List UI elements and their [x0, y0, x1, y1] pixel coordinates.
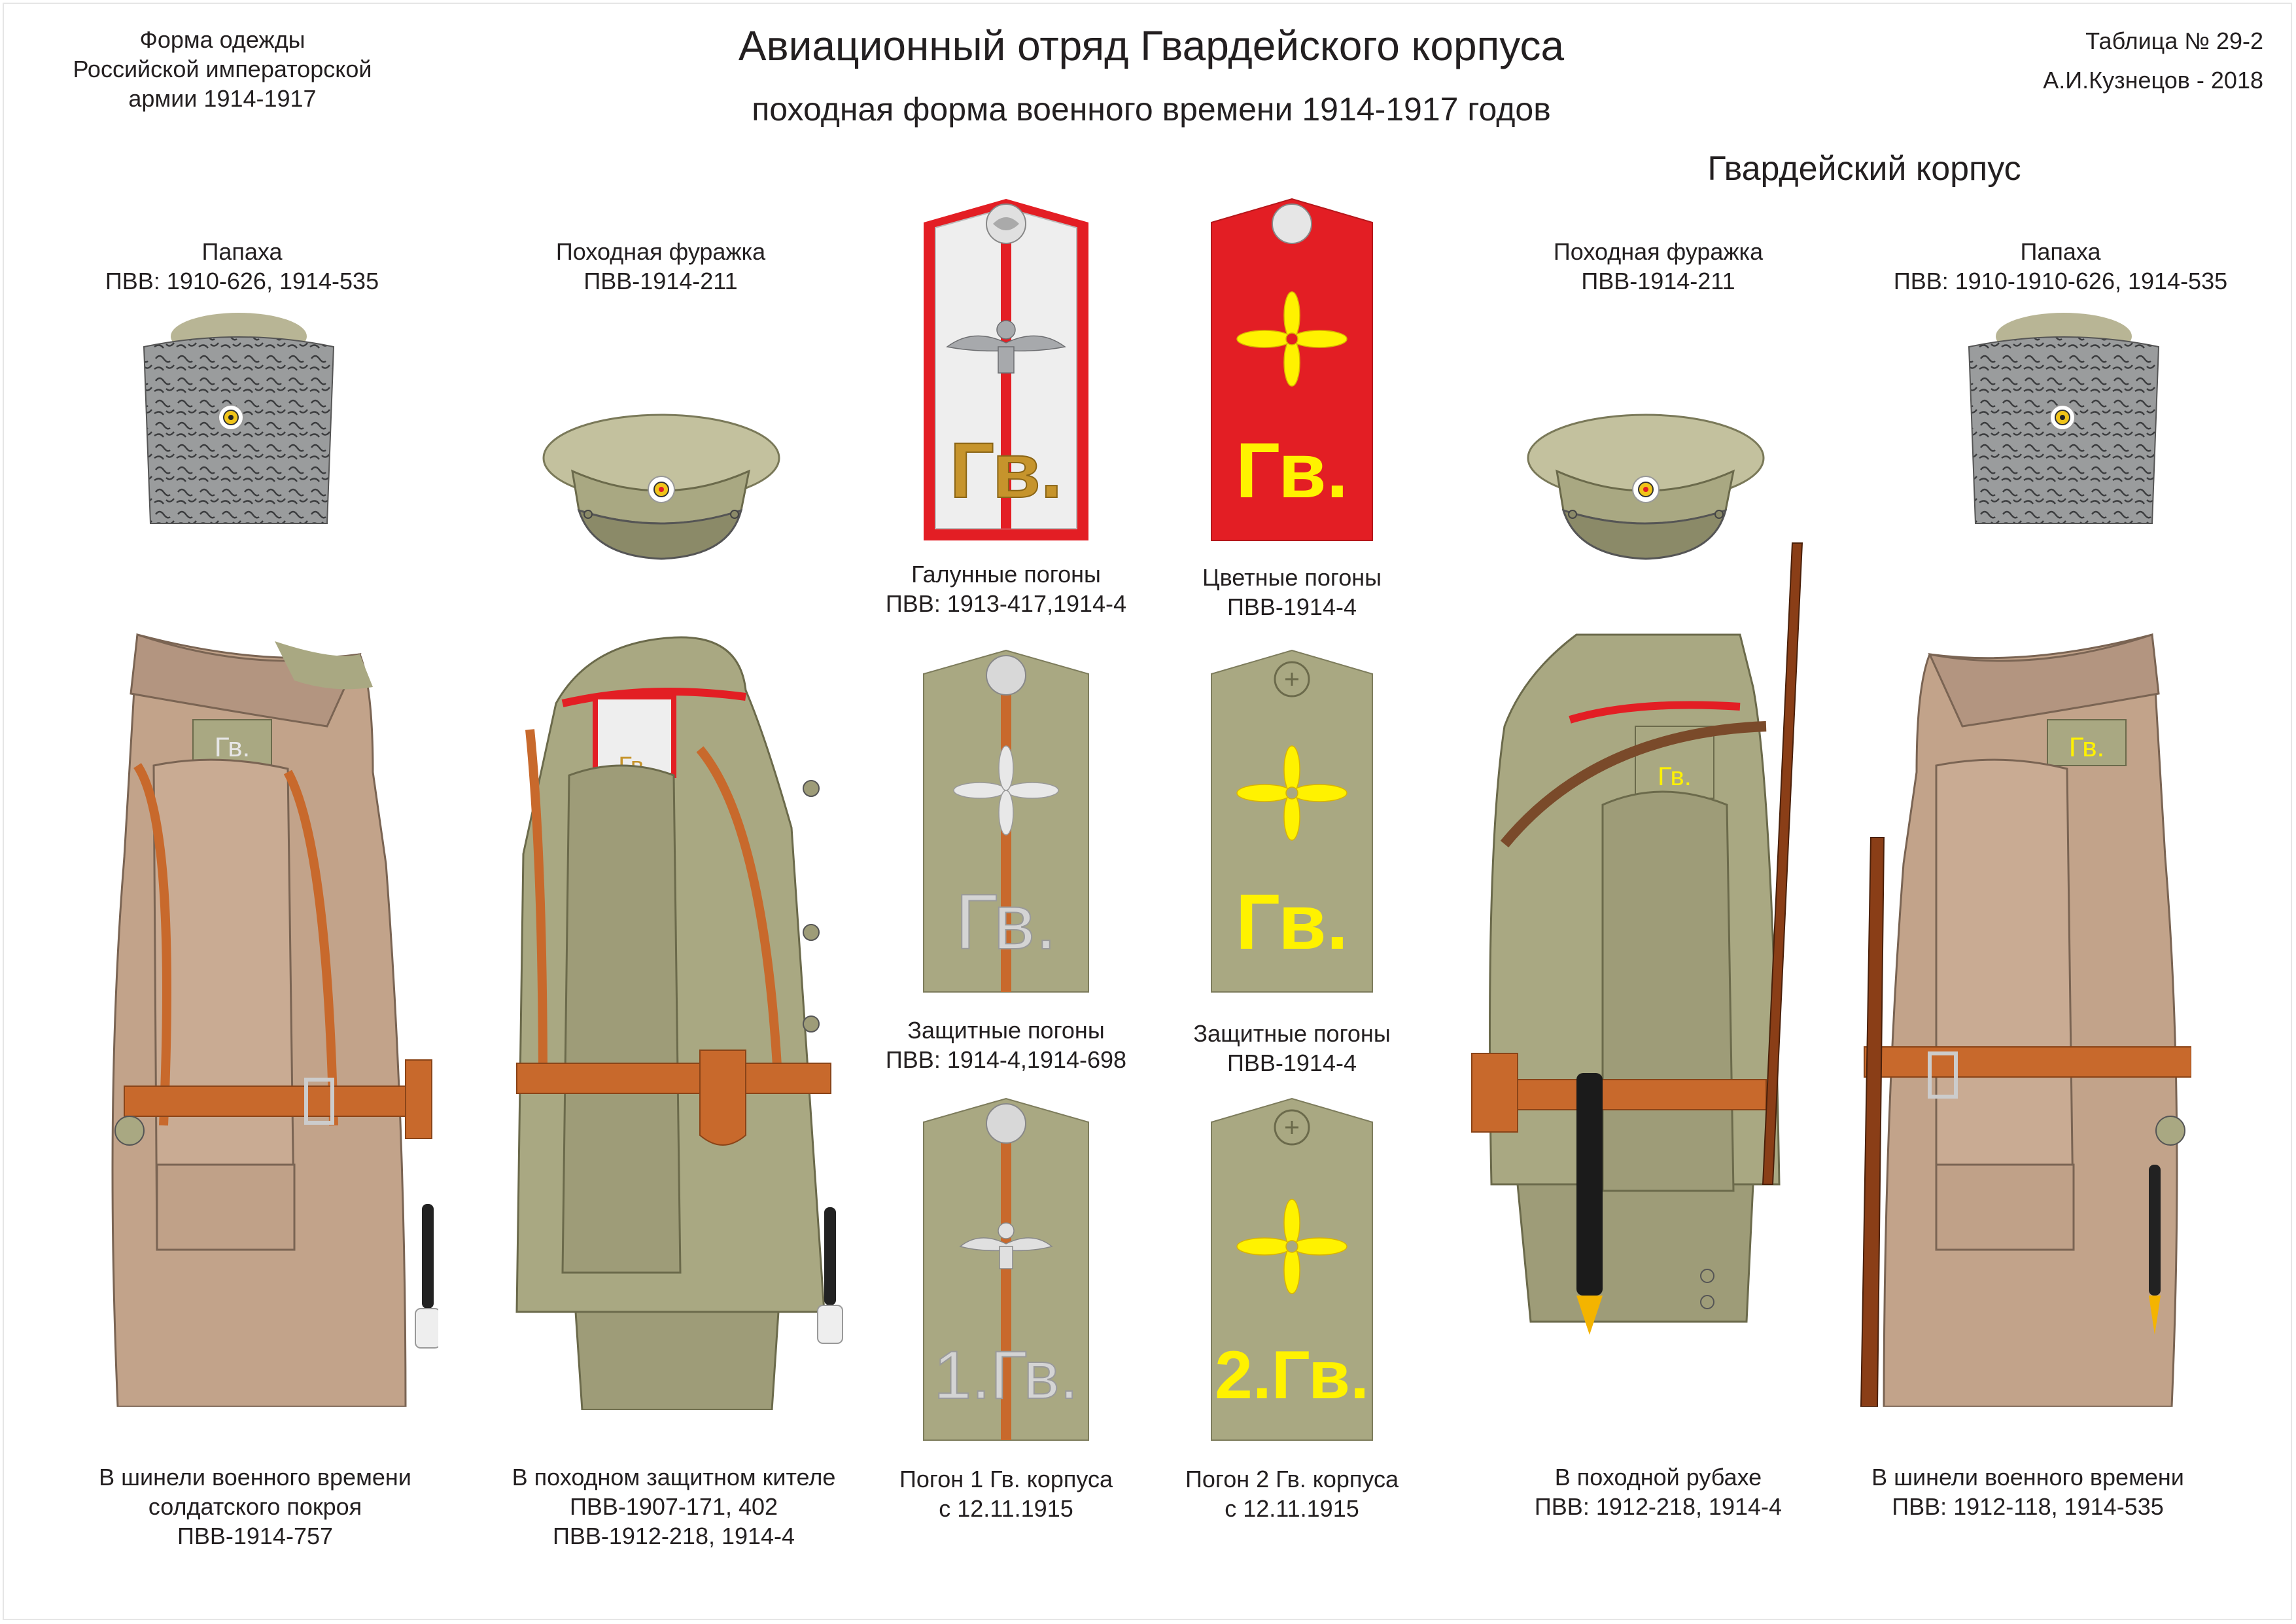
table-number: Таблица № 29-2 — [2085, 27, 2263, 54]
page-frame — [3, 3, 2292, 1620]
figure-caption: В походной рубахе ПВВ: 1912-218, 1914-4 — [1482, 1462, 1835, 1521]
epaulette-cipher: Гв. — [215, 732, 250, 762]
strap-ref: с 12.11.1915 — [939, 1495, 1073, 1522]
figure-caption: В шинели военного времени ПВВ: 1912-118,… — [1845, 1462, 2211, 1521]
left-note-line: армии 1914-1917 — [128, 85, 317, 112]
strap-name: Галунные погоны — [911, 561, 1101, 588]
headgear-ref: ПВВ-1914-211 — [1581, 268, 1735, 294]
headgear-caption: Папаха ПВВ: 1910-1910-626, 1914-535 — [1877, 237, 2244, 296]
strap-cipher: Гв. — [1236, 878, 1348, 966]
strap-caption: Цветные погоны ПВВ-1914-4 — [1128, 563, 1455, 622]
strap-caption: Погон 1 Гв. корпуса с 12.11.1915 — [843, 1464, 1170, 1523]
strap-cipher: Гв. — [950, 427, 1062, 514]
strap-cipher: 2.Гв. — [1215, 1337, 1369, 1413]
headgear-ref: ПВВ-1914-211 — [583, 268, 738, 294]
strap-caption: Защитные погоны ПВВ-1914-4 — [1128, 1019, 1455, 1078]
corps2-shoulder-strap: 2.Гв. — [1209, 1096, 1375, 1443]
tunic-figure: Гв. — [504, 631, 844, 1410]
strap-caption: Защитные погоны ПВВ: 1914-4,1914-698 — [843, 1015, 1170, 1074]
strap-cipher: 1.Гв. — [933, 1337, 1078, 1413]
strap-ref: ПВВ: 1913-417,1914-4 — [885, 590, 1127, 617]
epaulette-cipher: Гв. — [2069, 732, 2104, 762]
galloon-shoulder-strap: Гв. — [921, 196, 1091, 543]
headgear-caption: Походная фуражка ПВВ-1914-211 — [1495, 237, 1822, 296]
strap-name: Погон 2 Гв. корпуса — [1185, 1466, 1399, 1492]
strap-name: Цветные погоны — [1202, 564, 1382, 591]
strap-caption: Галунные погоны ПВВ: 1913-417,1914-4 — [843, 559, 1170, 618]
headgear-name: Походная фуражка — [1553, 238, 1764, 265]
strap-cipher: Гв. — [955, 878, 1056, 966]
headgear-name: Папаха — [201, 238, 283, 265]
left-note-line: Форма одежды — [139, 26, 305, 53]
headgear-caption: Походная фуражка ПВВ-1914-211 — [497, 237, 824, 296]
figure-caption-line: ПВВ: 1912-118, 1914-535 — [1892, 1493, 2164, 1520]
headgear-name: Походная фуражка — [555, 238, 766, 265]
protective-shoulder-strap: Гв. — [921, 648, 1091, 995]
strap-ref: ПВВ-1914-4 — [1227, 593, 1357, 620]
strap-caption: Погон 2 Гв. корпуса с 12.11.1915 — [1128, 1464, 1455, 1523]
corps1-shoulder-strap: 1.Гв. — [921, 1096, 1091, 1443]
headgear-caption: Папаха ПВВ: 1910-626, 1914-535 — [78, 237, 406, 296]
protective-shoulder-strap: Гв. — [1209, 648, 1375, 995]
figure-caption-line: солдатского покроя — [148, 1493, 362, 1520]
figure-caption-line: В шинели военного времени — [99, 1464, 411, 1491]
page-subtitle: походная форма военного времени 1914-191… — [752, 91, 1551, 128]
headgear-ref: ПВВ: 1910-626, 1914-535 — [105, 268, 379, 294]
section-title: Гвардейский корпус — [1707, 150, 2021, 188]
figure-caption-line: В походном защитном кителе — [512, 1464, 836, 1491]
figure-caption-line: ПВВ-1912-218, 1914-4 — [552, 1523, 795, 1549]
strap-cipher: Гв. — [1236, 427, 1348, 514]
epaulette-cipher: Гв. — [1658, 762, 1692, 791]
field-cap-illustration — [1518, 406, 1773, 563]
figure-caption-line: В походной рубахе — [1554, 1464, 1762, 1491]
strap-name: Погон 1 Гв. корпуса — [899, 1466, 1113, 1492]
strap-name: Защитные погоны — [907, 1017, 1105, 1044]
strap-ref: ПВВ: 1914-4,1914-698 — [885, 1046, 1127, 1073]
greatcoat-figure: Гв. — [98, 628, 438, 1407]
figure-caption-line: ПВВ-1914-757 — [177, 1523, 334, 1549]
figure-caption-line: ПВВ: 1912-218, 1914-4 — [1534, 1493, 1783, 1520]
page-title: Авиационный отряд Гвардейского корпуса — [738, 22, 1565, 69]
papakha-illustration — [131, 308, 347, 530]
figure-caption: В походном защитном кителе ПВВ-1907-171,… — [478, 1462, 870, 1551]
shirt-figure: Гв. — [1465, 530, 1818, 1407]
strap-name: Защитные погоны — [1193, 1020, 1391, 1047]
figure-caption-line: ПВВ-1907-171, 402 — [569, 1493, 778, 1520]
author-credit: А.И.Кузнецов - 2018 — [2043, 67, 2263, 94]
strap-ref: ПВВ-1914-4 — [1227, 1050, 1357, 1076]
papakha-illustration — [1956, 308, 2172, 530]
figure-caption: В шинели военного времени солдатского по… — [65, 1462, 445, 1551]
greatcoat-figure: Гв. — [1851, 628, 2191, 1407]
figure-caption-line: В шинели военного времени — [1871, 1464, 2184, 1491]
headgear-ref: ПВВ: 1910-1910-626, 1914-535 — [1893, 268, 2228, 294]
strap-ref: с 12.11.1915 — [1225, 1495, 1359, 1522]
colored-shoulder-strap: Гв. — [1209, 196, 1375, 543]
header-left-note: Форма одежды Российской императорской ар… — [13, 25, 432, 113]
left-note-line: Российской императорской — [73, 56, 372, 82]
field-cap-illustration — [533, 406, 788, 563]
headgear-name: Папаха — [2020, 238, 2101, 265]
